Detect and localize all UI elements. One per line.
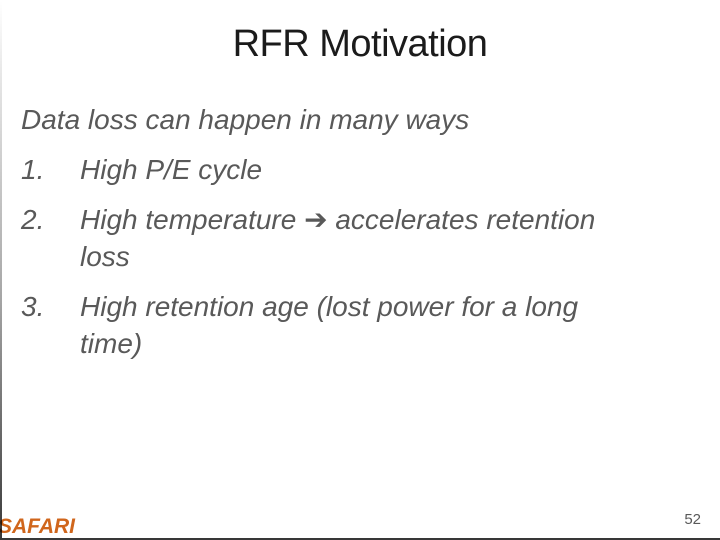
list-item-number: 1. bbox=[21, 154, 45, 185]
slide-left-edge-line bbox=[0, 0, 2, 540]
page-number: 52 bbox=[684, 511, 701, 528]
safari-logo: SAFARI bbox=[0, 515, 76, 538]
slide-body: Data loss can happen in many ways 1. Hig… bbox=[21, 101, 702, 362]
list-item: 3. High retention age (lost power for a … bbox=[21, 288, 702, 362]
list-item-text: High P/E cycle bbox=[80, 154, 263, 185]
slide-title: RFR Motivation bbox=[232, 23, 488, 65]
list-item: 2. High temperature ➔ accelerates retent… bbox=[21, 201, 702, 275]
intro-text: Data loss can happen in many ways bbox=[21, 104, 470, 135]
list-item-text: loss bbox=[80, 241, 130, 272]
list-item-text: High retention age (lost power for a lon… bbox=[80, 291, 579, 322]
list-item-number: 2. bbox=[21, 204, 45, 235]
list-item: 1. High P/E cycle bbox=[21, 151, 702, 188]
list-item-text: time) bbox=[80, 328, 143, 359]
list-item-number: 3. bbox=[21, 291, 45, 322]
slide-bottom-edge-line bbox=[0, 538, 720, 540]
list-item-text: High temperature ➔ accelerates retention bbox=[80, 204, 596, 235]
